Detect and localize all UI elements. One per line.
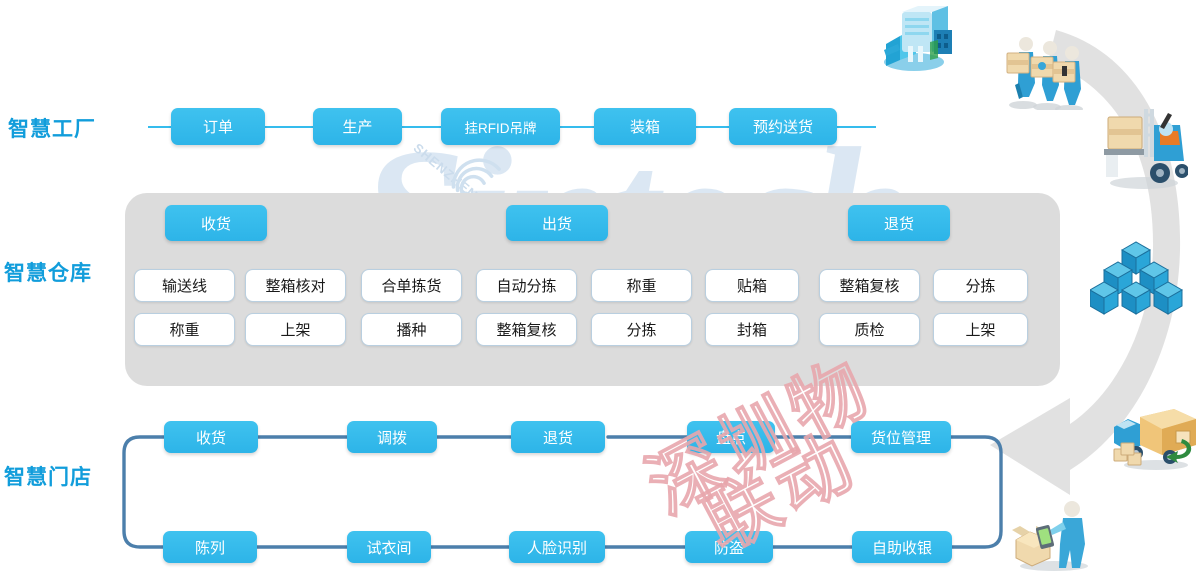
factory-connector-3 <box>559 126 595 128</box>
warehouse-row2-item-3-label: 整箱复核 <box>496 322 557 339</box>
warehouse-row2-item-5-label: 封箱 <box>736 322 767 339</box>
stacked-boxes-illustration <box>1090 241 1184 315</box>
warehouse-group-receiving[interactable]: 收货 <box>165 205 267 241</box>
store-bottom-item-0-label: 陈列 <box>194 539 225 557</box>
warehouse-row1-item-5[interactable]: 贴箱 <box>705 269 799 302</box>
warehouse-row1-item-4-label: 称重 <box>626 278 657 295</box>
warehouse-row1-item-6[interactable]: 整箱复核 <box>819 269 920 302</box>
store-bottom-item-1-label: 试衣间 <box>366 539 412 557</box>
section-label-store: 智慧门店 <box>4 466 92 489</box>
warehouse-row2-item-6-label: 质检 <box>854 322 885 339</box>
customer-scanning-illustration <box>1012 501 1088 571</box>
store-bottom-item-3-label: 防盗 <box>713 539 744 557</box>
factory-step-rfid-tag-label: 挂RFID吊牌 <box>464 120 537 136</box>
factory-step-packing-label: 装箱 <box>629 119 660 136</box>
factory-step-packing[interactable]: 装箱 <box>594 108 696 145</box>
warehouse-group-receiving-label: 收货 <box>200 215 231 233</box>
factory-connector-2 <box>401 126 442 128</box>
store-top-item-1-label: 调拨 <box>376 429 407 447</box>
store-bottom-item-4[interactable]: 自助收银 <box>852 531 952 563</box>
forklift-illustration <box>1104 109 1188 189</box>
store-bottom-item-4-label: 自助收银 <box>871 539 932 557</box>
warehouse-row1-item-7-label: 分拣 <box>965 278 996 295</box>
store-top-item-4[interactable]: 货位管理 <box>851 421 951 453</box>
factory-connector-0 <box>148 126 172 128</box>
warehouse-row2-item-6[interactable]: 质检 <box>819 313 920 346</box>
warehouse-group-shipping[interactable]: 出货 <box>506 205 608 241</box>
factory-building-illustration <box>884 6 952 71</box>
delivery-truck-illustration <box>1113 409 1196 470</box>
warehouse-row1-item-2-label: 合单拣货 <box>381 278 442 295</box>
warehouse-row2-item-1[interactable]: 上架 <box>245 313 346 346</box>
factory-connector-5 <box>836 126 876 128</box>
store-top-item-1[interactable]: 调拨 <box>347 421 437 453</box>
warehouse-row1-item-0-label: 输送线 <box>161 278 207 295</box>
warehouse-row2-item-0[interactable]: 称重 <box>134 313 235 346</box>
warehouse-row1-item-4[interactable]: 称重 <box>591 269 692 302</box>
warehouse-row1-item-6-label: 整箱复核 <box>839 278 900 295</box>
warehouse-row1-item-5-label: 贴箱 <box>736 278 767 295</box>
warehouse-group-returns-label: 退货 <box>883 215 914 233</box>
warehouse-row1-item-1[interactable]: 整箱核对 <box>245 269 346 302</box>
store-top-item-2[interactable]: 退货 <box>511 421 605 453</box>
warehouse-row1-item-3[interactable]: 自动分拣 <box>476 269 577 302</box>
store-top-item-3[interactable]: 盘点 <box>687 421 775 453</box>
store-bottom-item-2-label: 人脸识别 <box>526 539 587 557</box>
store-bottom-item-3[interactable]: 防盗 <box>685 531 773 563</box>
warehouse-group-returns[interactable]: 退货 <box>848 205 950 241</box>
store-top-item-4-label: 货位管理 <box>870 429 931 447</box>
warehouse-row1-item-0[interactable]: 输送线 <box>134 269 235 302</box>
warehouse-row2-item-7[interactable]: 上架 <box>933 313 1028 346</box>
factory-connector-1 <box>264 126 314 128</box>
store-top-item-0[interactable]: 收货 <box>164 421 258 453</box>
store-top-item-3-label: 盘点 <box>715 429 746 447</box>
store-top-item-0-label: 收货 <box>195 429 226 447</box>
factory-step-production-label: 生产 <box>342 119 373 136</box>
factory-step-delivery-booking[interactable]: 预约送货 <box>729 108 837 145</box>
warehouse-row1-item-1-label: 整箱核对 <box>265 278 326 295</box>
warehouse-row2-item-5[interactable]: 封箱 <box>705 313 799 346</box>
factory-step-production[interactable]: 生产 <box>313 108 402 145</box>
warehouse-row2-item-2-label: 播种 <box>396 322 427 339</box>
warehouse-row1-item-2[interactable]: 合单拣货 <box>361 269 462 302</box>
warehouse-row2-item-4[interactable]: 分拣 <box>591 313 692 346</box>
warehouse-row1-item-7[interactable]: 分拣 <box>933 269 1028 302</box>
warehouse-group-shipping-label: 出货 <box>541 215 572 233</box>
warehouse-row2-item-1-label: 上架 <box>280 322 311 339</box>
section-label-factory: 智慧工厂 <box>8 118 96 141</box>
workers-with-boxes-illustration <box>1006 37 1083 110</box>
store-top-item-2-label: 退货 <box>542 429 573 447</box>
warehouse-row2-item-3[interactable]: 整箱复核 <box>476 313 577 346</box>
warehouse-row2-item-2[interactable]: 播种 <box>361 313 462 346</box>
factory-step-order-label: 订单 <box>202 119 233 136</box>
warehouse-row2-item-4-label: 分拣 <box>626 322 657 339</box>
warehouse-row2-item-7-label: 上架 <box>965 322 996 339</box>
factory-step-delivery-booking-label: 预约送货 <box>752 119 813 136</box>
store-bottom-item-2[interactable]: 人脸识别 <box>509 531 605 563</box>
factory-step-rfid-tag[interactable]: 挂RFID吊牌 <box>441 108 560 145</box>
section-label-warehouse: 智慧仓库 <box>4 262 92 285</box>
store-bottom-item-0[interactable]: 陈列 <box>163 531 257 563</box>
factory-connector-4 <box>695 126 730 128</box>
store-bottom-item-1[interactable]: 试衣间 <box>347 531 431 563</box>
warehouse-row2-item-0-label: 称重 <box>169 322 200 339</box>
warehouse-row1-item-3-label: 自动分拣 <box>496 278 557 295</box>
factory-step-order[interactable]: 订单 <box>171 108 265 145</box>
